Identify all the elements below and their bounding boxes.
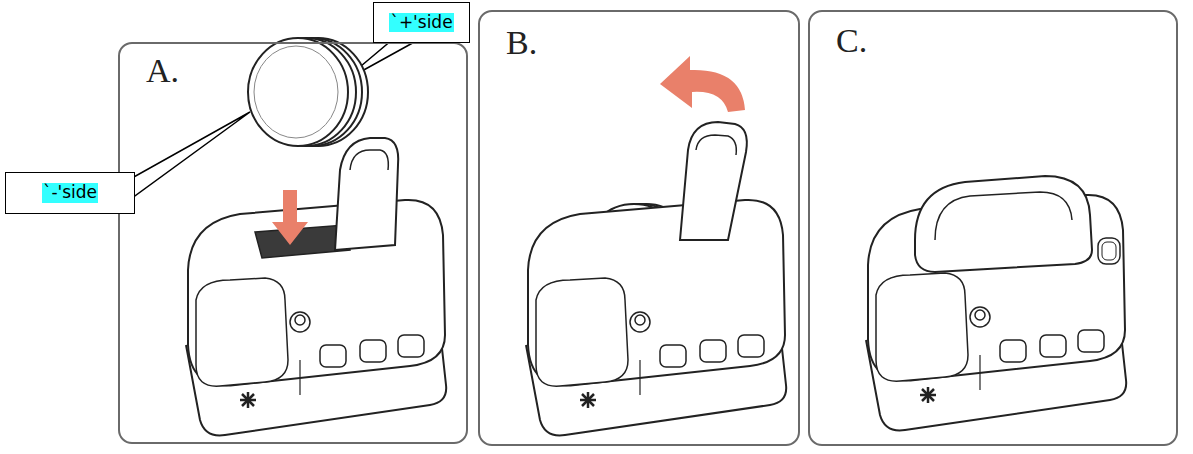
insert-arrow	[272, 190, 308, 245]
battery-lid	[680, 122, 747, 240]
polarity-label: `+'side	[389, 13, 453, 33]
device-body	[526, 200, 786, 436]
coin-cell	[248, 38, 348, 146]
step-label: B.	[506, 26, 537, 60]
step-a-art	[132, 38, 446, 435]
side-cylinder	[1098, 238, 1120, 264]
side-cylinder	[1102, 242, 1116, 260]
closed-lid	[915, 176, 1092, 272]
device-body	[186, 200, 446, 436]
step-panel: A.	[118, 42, 468, 444]
coin-cell	[254, 46, 338, 138]
battery-lid	[335, 138, 398, 250]
close-arrow	[660, 56, 745, 112]
step-label: A.	[146, 54, 179, 88]
callout-tail	[132, 112, 250, 198]
step-c-art	[866, 176, 1126, 430]
step-panel: C.	[808, 10, 1178, 446]
lid-detail	[696, 135, 736, 155]
polarity-label: `-'side	[42, 183, 98, 203]
lid-detail	[935, 192, 1072, 240]
callout-box: `-'side	[5, 172, 135, 214]
step-label: C.	[836, 24, 867, 58]
lid-detail	[350, 150, 388, 170]
step-b-art	[526, 56, 786, 435]
callout-box: `+'side	[373, 2, 470, 43]
step-panel: B.	[478, 10, 800, 446]
